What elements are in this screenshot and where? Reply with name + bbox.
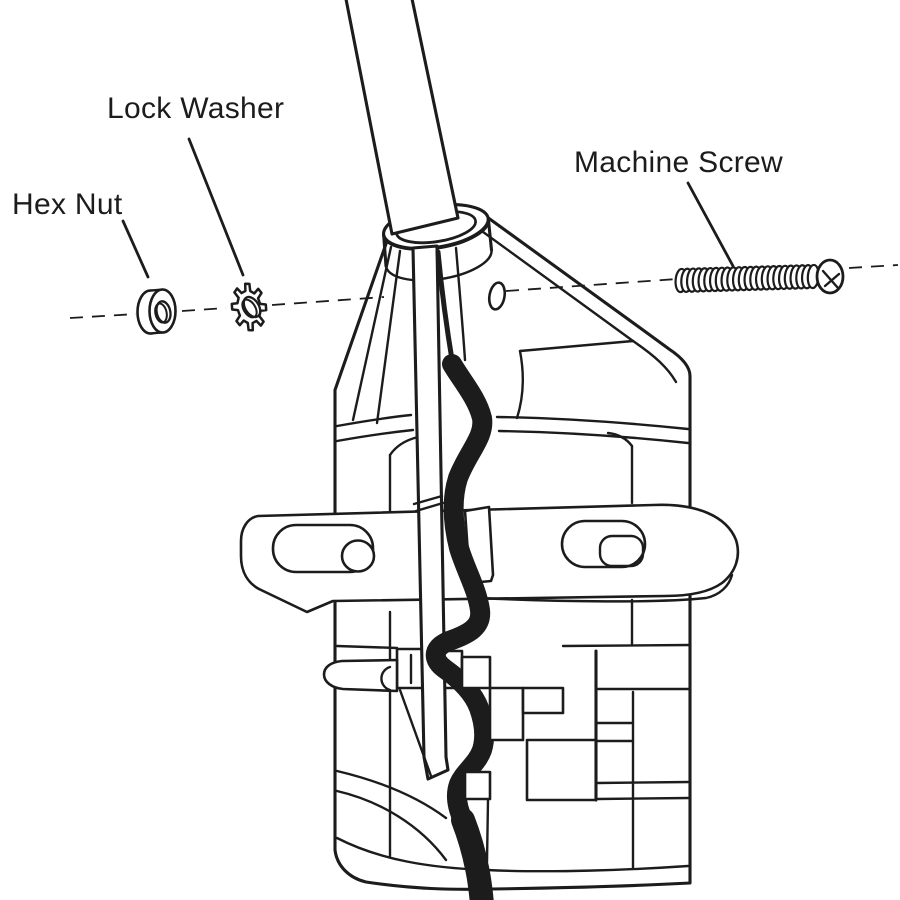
cable-clamp-assembly — [460, 649, 635, 802]
machine-screw-leader — [686, 181, 735, 268]
clamp-pin — [322, 658, 399, 693]
machine-screw — [674, 258, 845, 295]
alignment-centerline — [69, 264, 899, 319]
hex-nut — [136, 288, 177, 335]
screw-thread-coil — [674, 263, 820, 294]
left-slot-rod-end — [340, 539, 376, 573]
lock-washer-label: Lock Washer — [107, 92, 285, 125]
hex-nut-leader — [121, 219, 150, 279]
motor-pole — [344, 0, 460, 236]
cable-run — [425, 354, 495, 830]
cable-guide-block — [463, 770, 492, 801]
crossbar-right-slot — [560, 519, 647, 569]
lock-washer-leader — [187, 137, 245, 277]
collar-front-rim — [382, 217, 494, 268]
screw-hole — [487, 281, 507, 311]
leader-lines — [121, 137, 735, 279]
hex-nut-label: Hex Nut — [12, 188, 123, 221]
right-slot-rod-end — [598, 534, 645, 568]
machine-screw-label: Machine Screw — [574, 146, 783, 179]
power-cable — [425, 246, 495, 900]
lock-washer — [230, 282, 268, 332]
phillips-cross-icon — [821, 269, 841, 290]
